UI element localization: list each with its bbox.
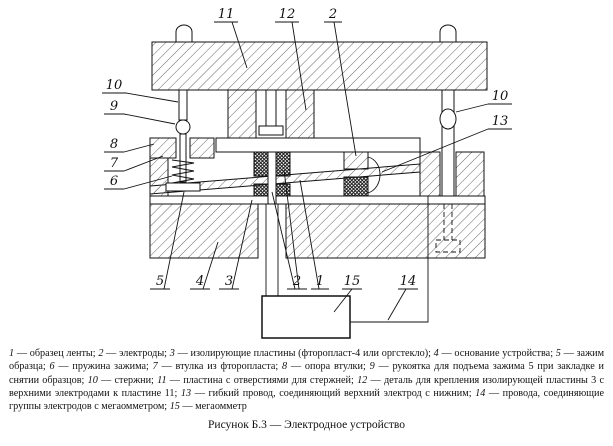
callout-2-top: 2 [328,7,337,22]
callout-3: 3 [225,274,233,289]
figure-drawing: 11 12 2 10 9 8 7 6 10 13 5 4 3 2 1 15 14 [102,7,512,339]
bushing-support-left [149,137,177,159]
legend-item-text: — рукоятка для подъема зажима 5 при закл… [9,361,604,386]
right-rod-catch [439,108,457,130]
flexible-wire-13 [367,156,381,194]
legend-item-number: 9 [369,361,375,373]
right-electrode [343,176,369,197]
legend-item-number: 6 [49,361,55,373]
callout-13: 13 [492,114,509,129]
legend-item-number: 10 [87,374,98,386]
support-block-8 [149,157,169,197]
hidden-rod-end [435,239,461,253]
legend-item-text: — пружина зажима; [54,361,153,373]
right-support-outer [455,151,485,197]
legend-item-text: — зажим образца; [9,348,605,373]
right-support-inner [419,151,441,197]
callout-1: 1 [316,274,324,289]
legend-item-text: — провода, соединяющие группы электродов… [9,387,604,412]
legend-item-number: 8 [282,361,288,373]
base-right [285,203,486,259]
legend-item-text: — основание устройства; [438,348,556,359]
callout-8: 8 [110,137,118,152]
legend-item-number: 4 [433,348,439,359]
clamp-column-left [227,89,257,139]
right-rod [441,89,455,197]
rods-10 [175,89,457,197]
wire-right [350,196,429,323]
legend-item-number: 1 [9,348,15,359]
callout-7: 7 [110,156,119,171]
legend-item-text: — образец ленты; [14,348,99,359]
legend-item-number: 15 [169,401,180,412]
electrode-bolt [267,151,277,205]
legend-item-text: — электроды; [103,348,170,359]
legend-item-text: — втулка из фторопласта; [157,361,283,373]
upper-insulating-plate-3 [215,137,421,153]
callout-6: 6 [110,174,118,189]
clamp-column-right [285,89,315,139]
callout-10-left: 10 [106,78,123,93]
electrodes-2 [253,151,381,205]
legend-item-text: — деталь для крепления изолирующей пласт… [9,374,605,399]
legend-item-text: — мегаомметр [179,401,247,412]
clamp-detail-12 [227,89,315,139]
left-rod-lower [179,133,187,183]
legend-item-number: 14 [475,387,486,399]
callout-numbers: 11 12 2 10 9 8 7 6 10 13 5 4 3 2 1 15 14 [106,7,509,289]
figure-legend: 1 — образец ленты; 2 — электроды; 3 — из… [9,347,604,413]
top-plate-11 [151,41,488,91]
base-left [149,203,259,259]
legend-item-number: 5 [555,348,561,359]
callout-leaders [102,21,512,321]
callout-10-right: 10 [492,89,509,104]
wiring-14 [265,196,429,323]
bolt-left [175,24,193,43]
spring-6 [171,159,195,184]
legend-item-number: 12 [357,374,368,386]
megohmmeter-box-15 [261,295,351,339]
callout-11: 11 [218,7,235,22]
figure-caption: Рисунок Б.3 — Электродное устройство [208,419,405,432]
clamp-nut [258,125,284,136]
base-4 [149,203,486,259]
clamp-stud [265,89,277,131]
handle-knob-9 [175,119,191,135]
top-assembly [151,24,488,91]
lower-insulating-plate-3 [149,195,486,205]
callout-9: 9 [110,99,118,114]
legend-item-text: — изолирующие пластины (фторопласт-4 или… [174,348,434,359]
legend-item-text: — опора втулки; [287,361,370,373]
right-support [419,151,485,253]
legend-item-text: — стержни; [97,374,158,386]
legend-item-number: 2 [98,348,104,359]
callout-15: 15 [344,274,361,289]
legend-item-number: 11 [157,374,167,386]
right-clamp-top [343,151,369,170]
legend-item-number: 13 [180,387,192,399]
bolt-right [439,24,457,43]
clamp-plate-5 [165,182,201,192]
callout-12: 12 [279,7,296,22]
legend-item-number: 3 [169,348,175,359]
callout-5: 5 [156,274,164,289]
legend-item-text: — пластина с отверстиями для стержней; [166,374,358,386]
legend-item-number: 7 [152,361,158,373]
bushing-support-right [189,137,215,159]
legend-item-text: — гибкий провод, соединяющий верхний эле… [191,387,476,399]
callout-2-bottom: 2 [292,274,301,289]
left-rod [178,89,188,121]
callout-4: 4 [195,274,204,289]
callout-14: 14 [400,274,417,289]
